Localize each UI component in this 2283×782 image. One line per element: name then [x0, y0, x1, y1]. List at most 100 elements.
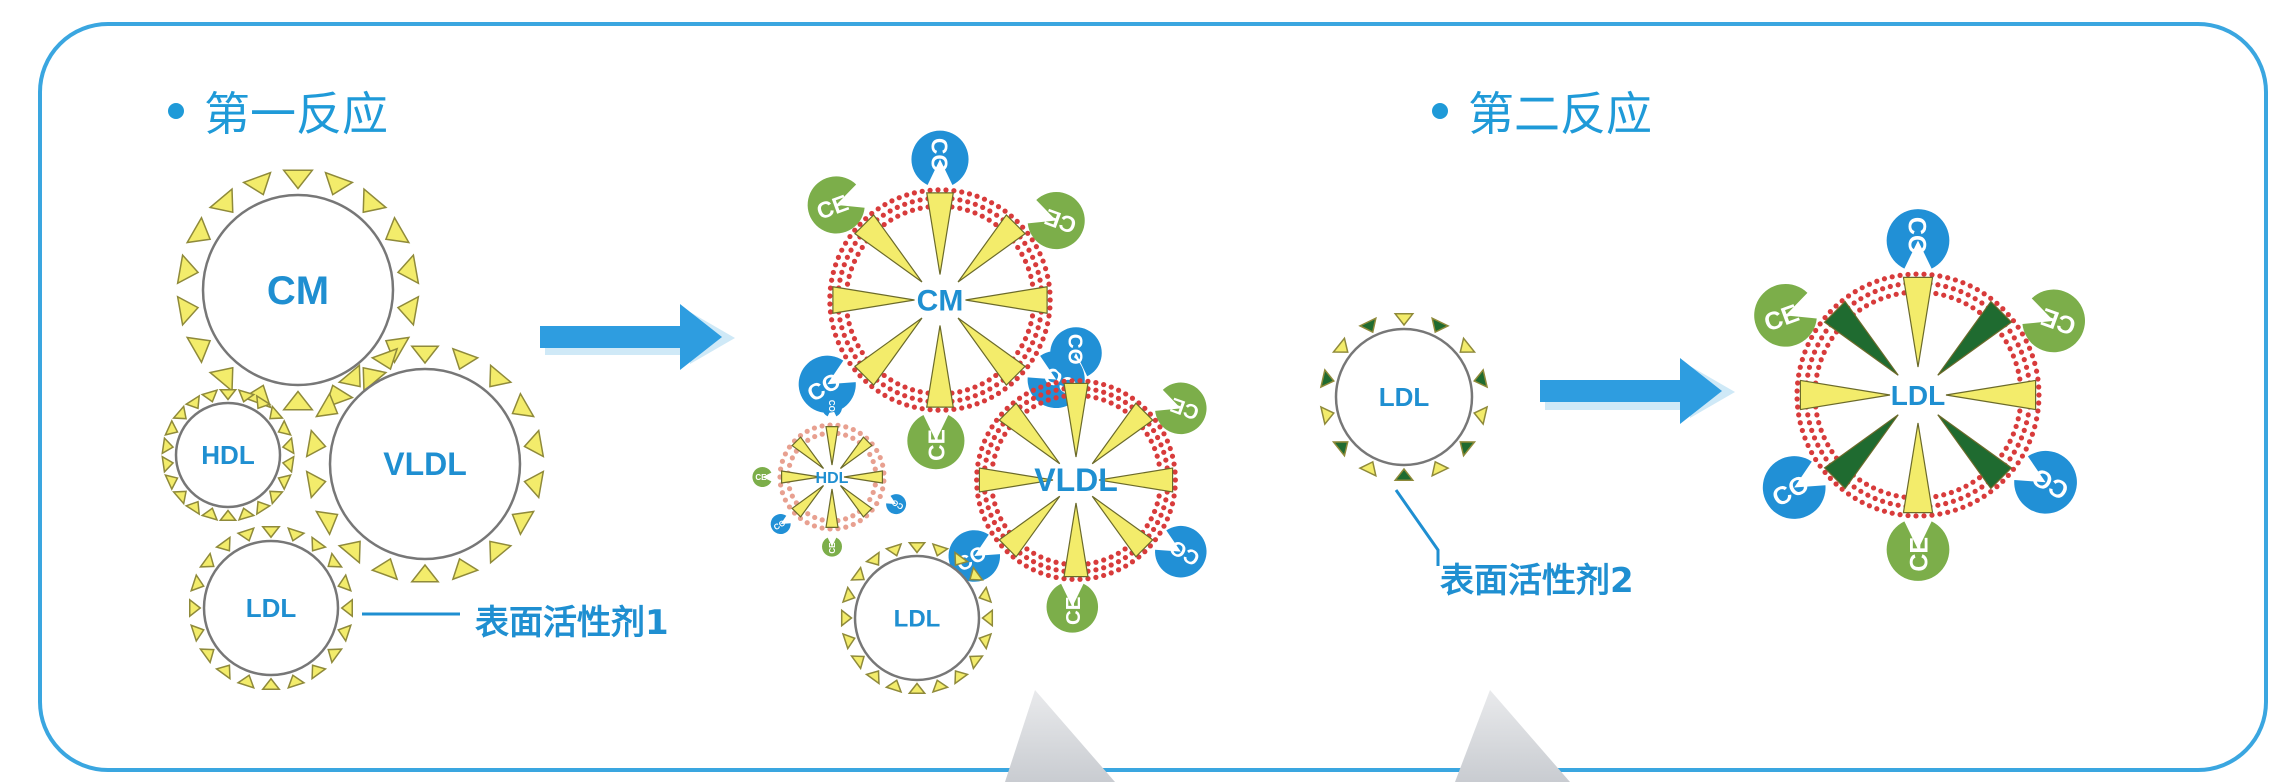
surfactant-triangle	[1431, 316, 1450, 334]
co-enzyme-icon: CO	[1886, 209, 1950, 269]
surfactant-spike	[832, 286, 915, 314]
surfactant-triangle	[282, 390, 314, 411]
surfactant-triangle	[241, 171, 272, 196]
surfactant-triangle	[172, 404, 187, 420]
surfactant-triangle	[1331, 336, 1349, 353]
surfactant-triangle	[161, 436, 175, 455]
surfactant-triangle	[370, 557, 399, 581]
ce-enzyme-icon: CE	[2022, 289, 2085, 353]
surfactant-triangle	[218, 509, 238, 522]
enzyme-label: CE	[755, 473, 767, 482]
surfactant-spike	[825, 426, 839, 466]
surfactant-triangle	[236, 674, 255, 690]
surfactant-triangle	[261, 526, 281, 539]
surfactant-triangle	[176, 253, 200, 285]
surfactant-triangle	[269, 404, 284, 420]
surfactant-triangle	[451, 347, 480, 371]
surfactant2-label: 表面活性剂2	[1440, 561, 1634, 601]
surfactant-triangle	[907, 541, 927, 554]
surfactant-triangle	[281, 436, 295, 455]
surfactant-triangle	[208, 187, 234, 214]
particle-label: VLDL	[1034, 462, 1118, 498]
surfactant-triangle	[907, 682, 927, 695]
surfactant-triangle	[362, 187, 388, 214]
surfactant-spike	[998, 402, 1061, 465]
surfactant-triangle	[237, 389, 256, 403]
ldl-particle: LDL	[189, 526, 353, 690]
surfactant-spike	[791, 436, 824, 469]
surfactant-triangle	[841, 632, 856, 651]
surfactant-triangle	[189, 573, 205, 592]
enzyme-label: CO	[1063, 334, 1086, 365]
surfactant-spike	[1063, 382, 1089, 458]
co-enzyme-icon: CO	[911, 130, 969, 185]
surfactant-spike	[843, 470, 884, 484]
particle-shell	[202, 539, 340, 677]
ce-enzyme-icon: CE	[907, 414, 965, 470]
surfactant-triangle	[337, 573, 353, 592]
surfactant-triangle	[978, 585, 993, 604]
surfactant1-label: 表面活性剂1	[475, 603, 669, 643]
callout-wedge-right	[1455, 690, 1570, 782]
surfactant-triangle	[864, 551, 880, 566]
surfactant-triangle	[314, 510, 339, 537]
surfactant-triangle	[305, 470, 327, 500]
surfactant-triangle	[1319, 405, 1335, 426]
surfactant-spike	[853, 213, 923, 283]
co-enzyme-icon: CO	[1155, 525, 1207, 578]
surfactant-triangle	[189, 624, 205, 643]
ce-enzyme-icon: CE	[1027, 191, 1085, 250]
surfactant-triangle	[214, 664, 231, 681]
reaction-arrow-2	[1540, 358, 1735, 424]
surfactant-triangle	[841, 585, 856, 604]
particle-label: LDL	[246, 593, 297, 623]
surfactant-triangle	[978, 632, 993, 651]
particle-label: CM	[267, 269, 329, 313]
surfactant-spike	[1091, 402, 1154, 465]
surfactant-spike	[1902, 276, 1934, 368]
particle-shell	[853, 554, 981, 682]
surfactant-triangle	[337, 624, 353, 643]
particle-label: LDL	[1891, 380, 1945, 411]
enzyme-label: CO	[1903, 217, 1931, 255]
surfactant-triangle	[1431, 460, 1450, 478]
enzyme-label: CE	[1905, 537, 1933, 572]
particle-label: HDL	[201, 440, 255, 470]
reaction1-heading: 第一反应	[168, 78, 388, 144]
enzyme-label: CE	[923, 429, 949, 461]
surfactant-triangle	[954, 670, 970, 685]
ce-enzyme-icon: CE	[1754, 283, 1817, 347]
surfactant-triangle	[218, 388, 238, 401]
particle-label: LDL	[1379, 382, 1430, 412]
surfactant-spike	[1799, 379, 1891, 411]
enzyme-label: CE	[828, 542, 837, 554]
surfactant-spike	[1937, 414, 2013, 490]
surfactant-triangle	[931, 542, 950, 557]
surfactant-triangle	[884, 542, 903, 557]
particle-label: LDL	[894, 605, 941, 632]
particle-shell	[174, 401, 282, 509]
surfactant-triangle	[185, 216, 212, 244]
surfactant-triangle	[511, 510, 536, 537]
surfactant-triangle	[261, 677, 281, 690]
surfactant-triangle	[884, 679, 903, 694]
surfactant-triangle	[277, 419, 292, 436]
surfactant-triangle	[236, 526, 255, 542]
surfactant-triangle	[337, 363, 361, 388]
surfactant-triangle	[324, 171, 355, 196]
ce-enzyme-icon: CE	[752, 467, 772, 487]
surfactant-triangle	[1319, 368, 1335, 389]
co-enzyme-icon: CO	[1762, 456, 1826, 519]
surfactant-spike	[853, 317, 923, 387]
surfactant-triangle	[208, 366, 234, 393]
surfactant-triangle	[164, 474, 179, 491]
surfactant-triangle	[1393, 467, 1415, 481]
callout-wedge-left	[1005, 690, 1115, 782]
particle-label: VLDL	[383, 446, 467, 482]
surfactant-triangle	[311, 535, 328, 552]
surfactant-triangle	[287, 674, 306, 690]
surfactant-triangle	[161, 455, 175, 474]
particle-label: CM	[917, 285, 964, 318]
surfactant-spike	[1091, 495, 1154, 558]
